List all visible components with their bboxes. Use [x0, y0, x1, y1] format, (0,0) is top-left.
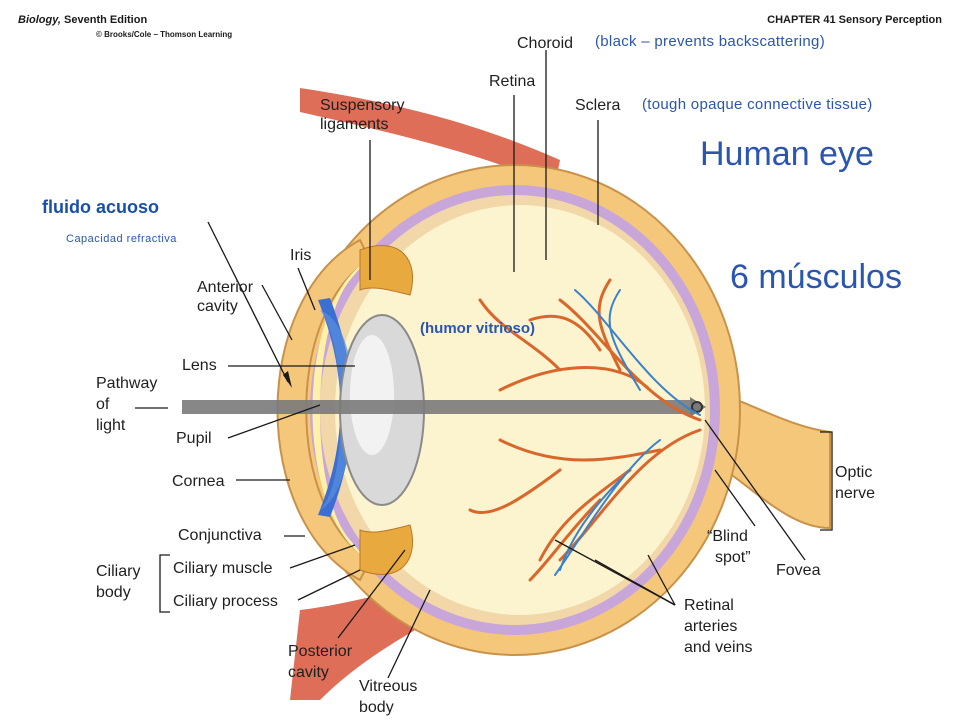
label-ciliary-2: body: [96, 584, 131, 601]
label-suspensory-2: ligaments: [320, 116, 389, 133]
book-title: Biology, Seventh Edition: [18, 14, 148, 26]
label-retinal-2: arteries: [684, 618, 738, 635]
label-fovea: Fovea: [776, 562, 821, 579]
light-pathway-arrow: [182, 400, 692, 414]
lens-highlight: [350, 335, 394, 455]
aqueous-sub: Capacidad refractiva: [66, 233, 177, 245]
label-anterior-1: Anterior: [197, 279, 254, 296]
label-iris: Iris: [290, 247, 312, 264]
label-ciliary-muscle: Ciliary muscle: [173, 560, 273, 577]
copyright: © Brooks/Cole – Thomson Learning: [96, 30, 233, 39]
label-lens: Lens: [182, 357, 217, 374]
label-sclera: Sclera: [575, 97, 621, 114]
ciliary-upper: [359, 245, 414, 296]
label-vitreous-2: body: [359, 699, 394, 716]
label-pupil: Pupil: [176, 430, 212, 447]
label-suspensory-1: Suspensory: [320, 97, 405, 114]
label-blind-2: spot”: [715, 549, 751, 566]
muscles-title: 6 músculos: [730, 258, 902, 296]
upper-muscle: [300, 88, 560, 185]
label-retina: Retina: [489, 73, 536, 90]
label-ciliary-1: Ciliary: [96, 563, 141, 580]
main-title: Human eye: [700, 135, 874, 173]
chapter-title: CHAPTER 41 Sensory Perception: [767, 14, 942, 26]
label-posterior-1: Posterior: [288, 643, 353, 660]
sclera-note: (tough opaque connective tissue): [642, 96, 873, 113]
vitreous-humor-note: (humor vitrioso): [420, 320, 535, 337]
anterior-cavity: [312, 262, 365, 558]
label-optic-1: Optic: [835, 464, 873, 481]
cornea: [276, 238, 372, 582]
retinal-vessels: [468, 278, 702, 582]
label-vitreous-1: Vitreous: [359, 678, 418, 695]
label-retinal-1: Retinal: [684, 597, 734, 614]
choroid-note: (black – prevents backscattering): [595, 33, 825, 50]
label-retinal-3: and veins: [684, 639, 753, 656]
label-ciliary-process: Ciliary process: [173, 593, 278, 610]
label-conjunctiva: Conjunctiva: [178, 527, 262, 544]
label-optic-2: nerve: [835, 485, 876, 502]
label-pathway-3: light: [96, 417, 126, 434]
label-pathway-2: of: [96, 396, 110, 413]
label-anterior-2: cavity: [197, 298, 238, 315]
fovea-mark: [691, 401, 703, 413]
aqueous-label: fluido acuoso: [42, 197, 159, 217]
label-choroid: Choroid: [517, 35, 574, 52]
label-cornea: Cornea: [172, 473, 225, 490]
label-blind-1: “Blind: [707, 528, 748, 545]
ciliary-lower: [359, 524, 414, 575]
label-posterior-2: cavity: [288, 664, 329, 681]
label-pathway-1: Pathway: [96, 375, 158, 392]
